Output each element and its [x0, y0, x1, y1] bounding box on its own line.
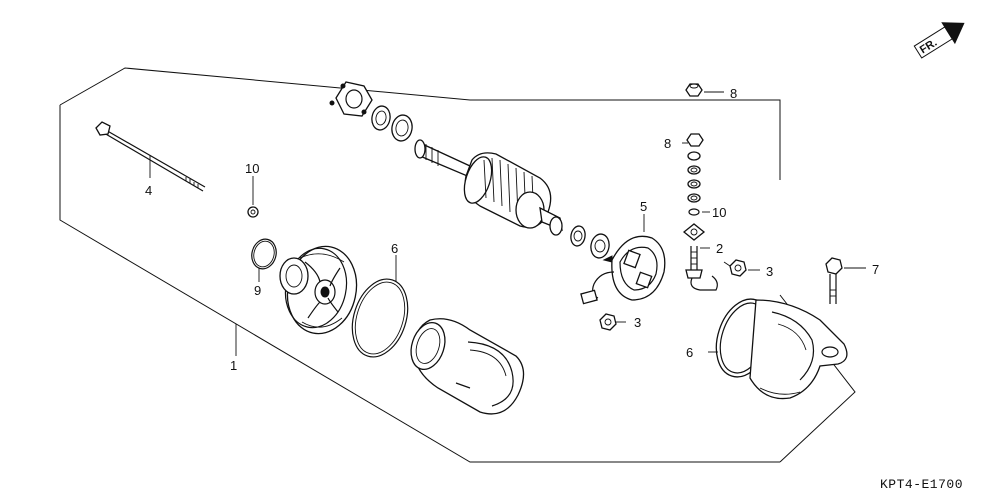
o-ring-tiny	[688, 208, 710, 216]
front-cover	[279, 245, 358, 335]
callout-8-stack: 8	[664, 136, 671, 151]
callout-3-right: 3	[766, 264, 773, 279]
callout-10-left: 10	[245, 161, 259, 176]
washer-left	[247, 176, 259, 218]
terminal-bolt	[685, 246, 718, 291]
callout-3-lower: 3	[634, 315, 641, 330]
nut-right	[723, 259, 760, 277]
o-ring-large-left	[351, 255, 409, 358]
callout-6-right: 6	[686, 345, 693, 360]
insulator-bushing	[682, 223, 706, 241]
rear-cover	[708, 298, 848, 400]
terminal-washers	[687, 151, 701, 203]
armature	[414, 139, 563, 236]
nut-lower	[599, 313, 626, 331]
o-ring-small	[251, 238, 277, 282]
terminal-nut	[682, 133, 704, 147]
callout-1: 1	[230, 358, 237, 373]
callout-2: 2	[716, 241, 723, 256]
front-direction-indicator: FR.	[913, 22, 965, 59]
callout-6-left: 6	[391, 241, 398, 256]
callout-5: 5	[640, 199, 647, 214]
seal-plate	[329, 81, 373, 117]
diagram-code: KPT4-E1700	[880, 477, 963, 492]
callout-8-top: 8	[730, 86, 737, 101]
armature-washers-rear	[570, 225, 610, 259]
nut-top	[685, 83, 724, 97]
yoke-case	[410, 318, 525, 415]
callout-7: 7	[872, 262, 879, 277]
through-bolt	[95, 121, 206, 192]
callout-10-right: 10	[712, 205, 726, 220]
callout-4: 4	[145, 183, 152, 198]
callout-9: 9	[254, 283, 261, 298]
mounting-bolt	[825, 257, 866, 304]
armature-washers-front	[371, 105, 413, 142]
brush-holder	[580, 214, 666, 305]
